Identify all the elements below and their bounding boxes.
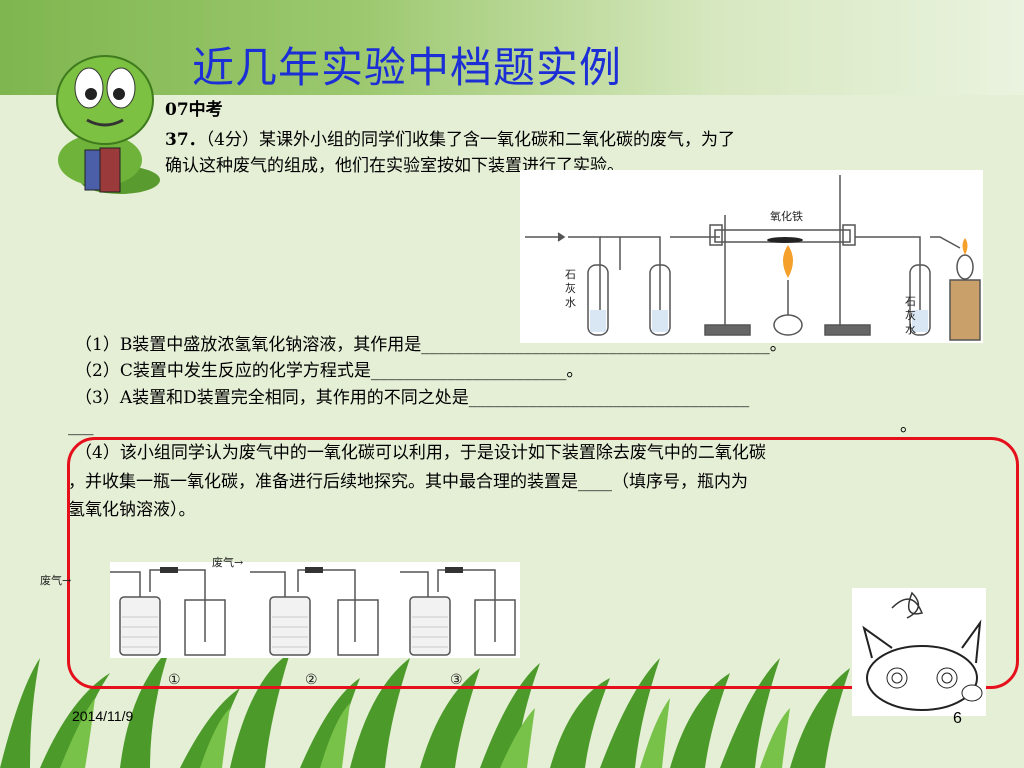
waste-gas-label-top: 废气→	[212, 556, 244, 569]
question-intro-text: （4分）某课外小组的同学们收集了含一氧化碳和二氧化碳的废气，为了	[205, 130, 735, 150]
exam-tag: 07中考	[165, 100, 223, 120]
cat-drawing	[862, 591, 983, 711]
apparatus-drawing-1	[525, 175, 981, 341]
apparatus-diagram-1: 氧化铁 石灰水 石灰水	[520, 170, 983, 343]
question-part4-line2: ，并收集一瓶一氧化碳，准备进行后续地探究。其中最合理的装置是____（填序号，瓶…	[68, 472, 748, 492]
cat-illustration	[852, 588, 986, 716]
question-part4-line1: （4）该小组同学认为废气中的一氧化碳可以利用，于是设计如下装置除去废气中的二氧化…	[75, 443, 766, 463]
question-intro-line2: 确认这种废气的组成，他们在实验室按如下装置进行了实验。	[165, 156, 624, 176]
option-1-label: ①	[168, 672, 181, 688]
caterpillar-mascot	[56, 55, 160, 194]
highlight-oval	[67, 437, 1019, 689]
footer-page-number: 6	[953, 710, 962, 727]
question-intro-line1: 37．（4分）某课外小组的同学们收集了含一氧化碳和二氧化碳的废气，为了	[165, 127, 735, 153]
question-part1: （1）B装置中盛放浓氢氧化钠溶液，其作用是___________________…	[75, 335, 787, 355]
footer-date: 2014/11/9	[72, 708, 134, 724]
apparatus-diagram-2	[110, 562, 520, 658]
question-part2: （2）C装置中发生反应的化学方程式是______________________…	[75, 361, 584, 381]
slide-title: 近几年实验中档题实例	[192, 43, 623, 92]
label-limewater-right: 石灰水	[905, 295, 916, 336]
apparatus-drawing-2	[110, 567, 516, 656]
label-iron-oxide: 氧化铁	[770, 210, 803, 223]
question-part3-continuation: ___	[68, 416, 94, 436]
grass-decoration	[0, 648, 850, 768]
question-part3: （3）A装置和D装置完全相同，其作用的不同之处是________________…	[75, 388, 750, 408]
option-3-label: ③	[450, 672, 463, 688]
question-number: 37．	[165, 130, 206, 150]
question-part4-line3: 氢氧化钠溶液）。	[68, 500, 196, 520]
label-limewater-left: 石灰水	[565, 268, 576, 309]
option-2-label: ②	[305, 672, 318, 688]
question-part3-end: 。	[900, 416, 917, 436]
top-band	[0, 0, 1024, 95]
waste-gas-label-left: 废气→	[40, 574, 72, 587]
